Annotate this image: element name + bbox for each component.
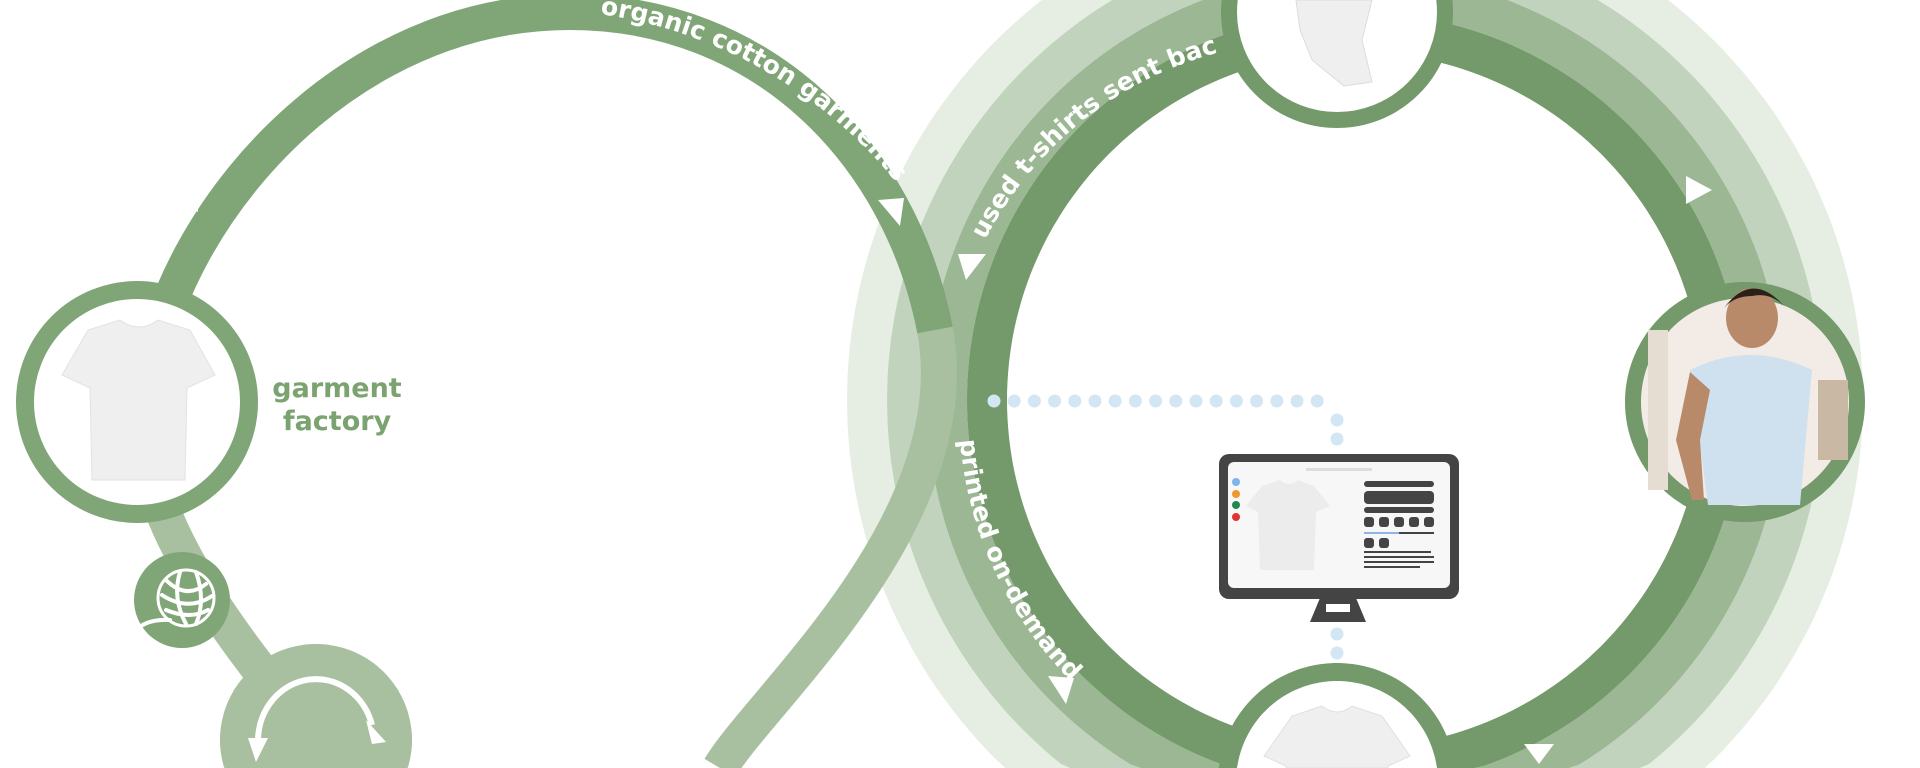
printed-node-ring [1218,663,1456,768]
recycle-node-disk [220,644,412,768]
connector-dot [1007,394,1021,408]
connector-dot [1330,627,1344,641]
used-tshirt-node [1221,0,1453,128]
customer-node [1625,282,1865,522]
connector-dot [1048,394,1062,408]
arrow-icon [1686,176,1712,204]
yarn-ball-icon [126,568,216,642]
arrow-icon [1524,744,1554,764]
crumpled-tshirt-icon [1295,0,1373,87]
connector-dot [1330,432,1344,446]
connector-dot [1310,394,1324,408]
yarn-node [126,552,230,648]
monitor-illustration [1219,454,1459,622]
connector-dot [1149,394,1163,408]
connector-dot [1068,394,1082,408]
ring-fade-3 [847,0,1863,768]
arrow-icon [1048,676,1074,704]
connector-dot [1189,394,1203,408]
tshirt-icon [1263,705,1411,768]
arrow-icon [174,182,198,212]
flow-arrows [174,176,1712,764]
connector-dot [1250,394,1264,408]
connector-dot [1027,394,1041,408]
printed-tshirt-node [1218,663,1456,768]
recycle-node [220,644,412,768]
connector-dot [1088,394,1102,408]
arrow-icon [878,198,904,226]
label-yarn: yarn [645,718,713,764]
connector-dot [1330,646,1344,660]
garment-factory-node [16,281,258,523]
connector-dot [1229,394,1243,408]
connector-dot [1290,394,1304,408]
connector-dot [1209,394,1223,408]
connector-dot [1270,394,1284,408]
garment-factory-label-line1: garment [272,373,402,404]
arrow-icon [958,254,986,280]
garment-factory-label: garment factory [262,372,412,438]
connector-dot [1169,394,1183,408]
connector-dot [1108,394,1122,408]
tshirt-icon [61,319,216,481]
connector-dot [1330,413,1344,427]
connector-dot [1128,394,1142,408]
recycle-arrows-icon [248,676,386,762]
dotted-connector [987,394,1344,660]
garment-factory-label-line2: factory [282,406,392,437]
tshirt-icon [1246,480,1330,570]
connector-dot [987,394,1001,408]
customer-photo [1648,288,1848,505]
